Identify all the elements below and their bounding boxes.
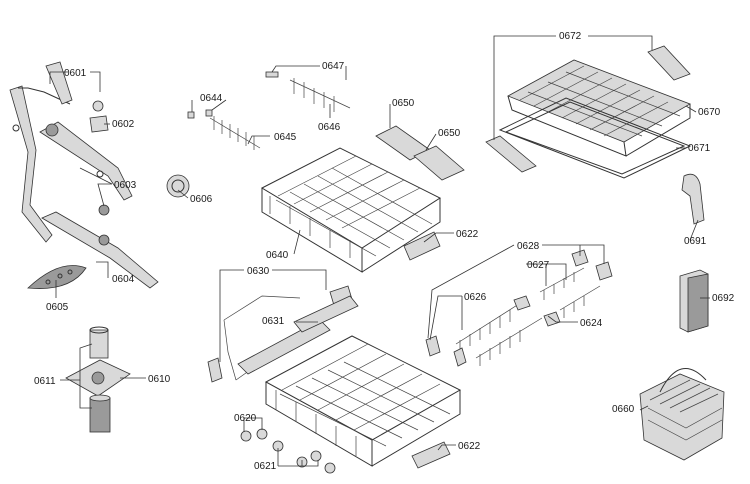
label-0631: 0631 <box>262 316 285 327</box>
label-0692: 0692 <box>712 293 735 304</box>
label-0622-upper: 0622 <box>456 229 479 240</box>
spray-nozzle-plate <box>27 265 87 289</box>
label-0650-right: 0650 <box>438 128 461 139</box>
label-0610: 0610 <box>148 374 171 385</box>
tine-pivot-clips <box>425 249 613 367</box>
label-0627: 0627 <box>527 260 550 271</box>
plate-tine-rows <box>455 267 601 366</box>
label-0620: 0620 <box>234 413 257 424</box>
label-0601: 0601 <box>64 68 87 79</box>
rack-hook-clip <box>681 173 705 225</box>
label-0644: 0644 <box>200 93 223 104</box>
filter-assembly <box>65 326 131 433</box>
spray-supply-pipe <box>9 61 73 243</box>
label-0640: 0640 <box>266 250 289 261</box>
tine-row-upper <box>187 109 261 150</box>
label-0621: 0621 <box>254 461 277 472</box>
label-0647: 0647 <box>322 61 345 72</box>
label-0606: 0606 <box>190 194 213 205</box>
cutlery-insert-box <box>679 269 709 333</box>
label-0646: 0646 <box>318 122 341 133</box>
label-0670: 0670 <box>698 107 721 118</box>
label-0650-left: 0650 <box>392 98 415 109</box>
label-0628: 0628 <box>517 241 540 252</box>
label-0660: 0660 <box>612 404 635 415</box>
lower-rack-basket <box>264 335 462 467</box>
label-0605: 0605 <box>46 302 69 313</box>
label-0602: 0602 <box>112 119 135 130</box>
rack-handle-upper <box>403 231 441 261</box>
lower-spray-arm <box>41 211 159 289</box>
label-0671: 0671 <box>688 143 711 154</box>
label-0630: 0630 <box>247 266 270 277</box>
leader-lines <box>49 35 710 467</box>
label-0672: 0672 <box>559 31 582 42</box>
label-0626: 0626 <box>464 292 487 303</box>
part-labels: 0601 0602 0603 0604 0605 0606 0610 0611 … <box>34 31 735 472</box>
label-0604: 0604 <box>112 274 135 285</box>
label-0603: 0603 <box>114 180 137 191</box>
fold-down-tines-left <box>207 285 355 383</box>
label-0622-lower: 0622 <box>458 441 481 452</box>
label-0611: 0611 <box>34 376 56 387</box>
cutlery-basket <box>639 368 725 461</box>
tray-end-bracket <box>485 45 691 173</box>
knife-rack-clips <box>375 125 465 181</box>
tray-rail-frame <box>498 97 692 179</box>
cup-shelf-tines <box>265 71 351 112</box>
upper-spray-arm <box>39 121 133 201</box>
spray-arm-hub <box>89 100 110 216</box>
upper-rack-basket <box>260 147 442 273</box>
cutlery-tray <box>507 59 691 157</box>
spray-disc <box>166 174 190 198</box>
rack-comb-lower <box>237 295 359 375</box>
label-0624: 0624 <box>580 318 603 329</box>
label-0645: 0645 <box>274 132 297 143</box>
label-0691: 0691 <box>684 236 707 247</box>
rack-handle-lower <box>411 441 451 469</box>
